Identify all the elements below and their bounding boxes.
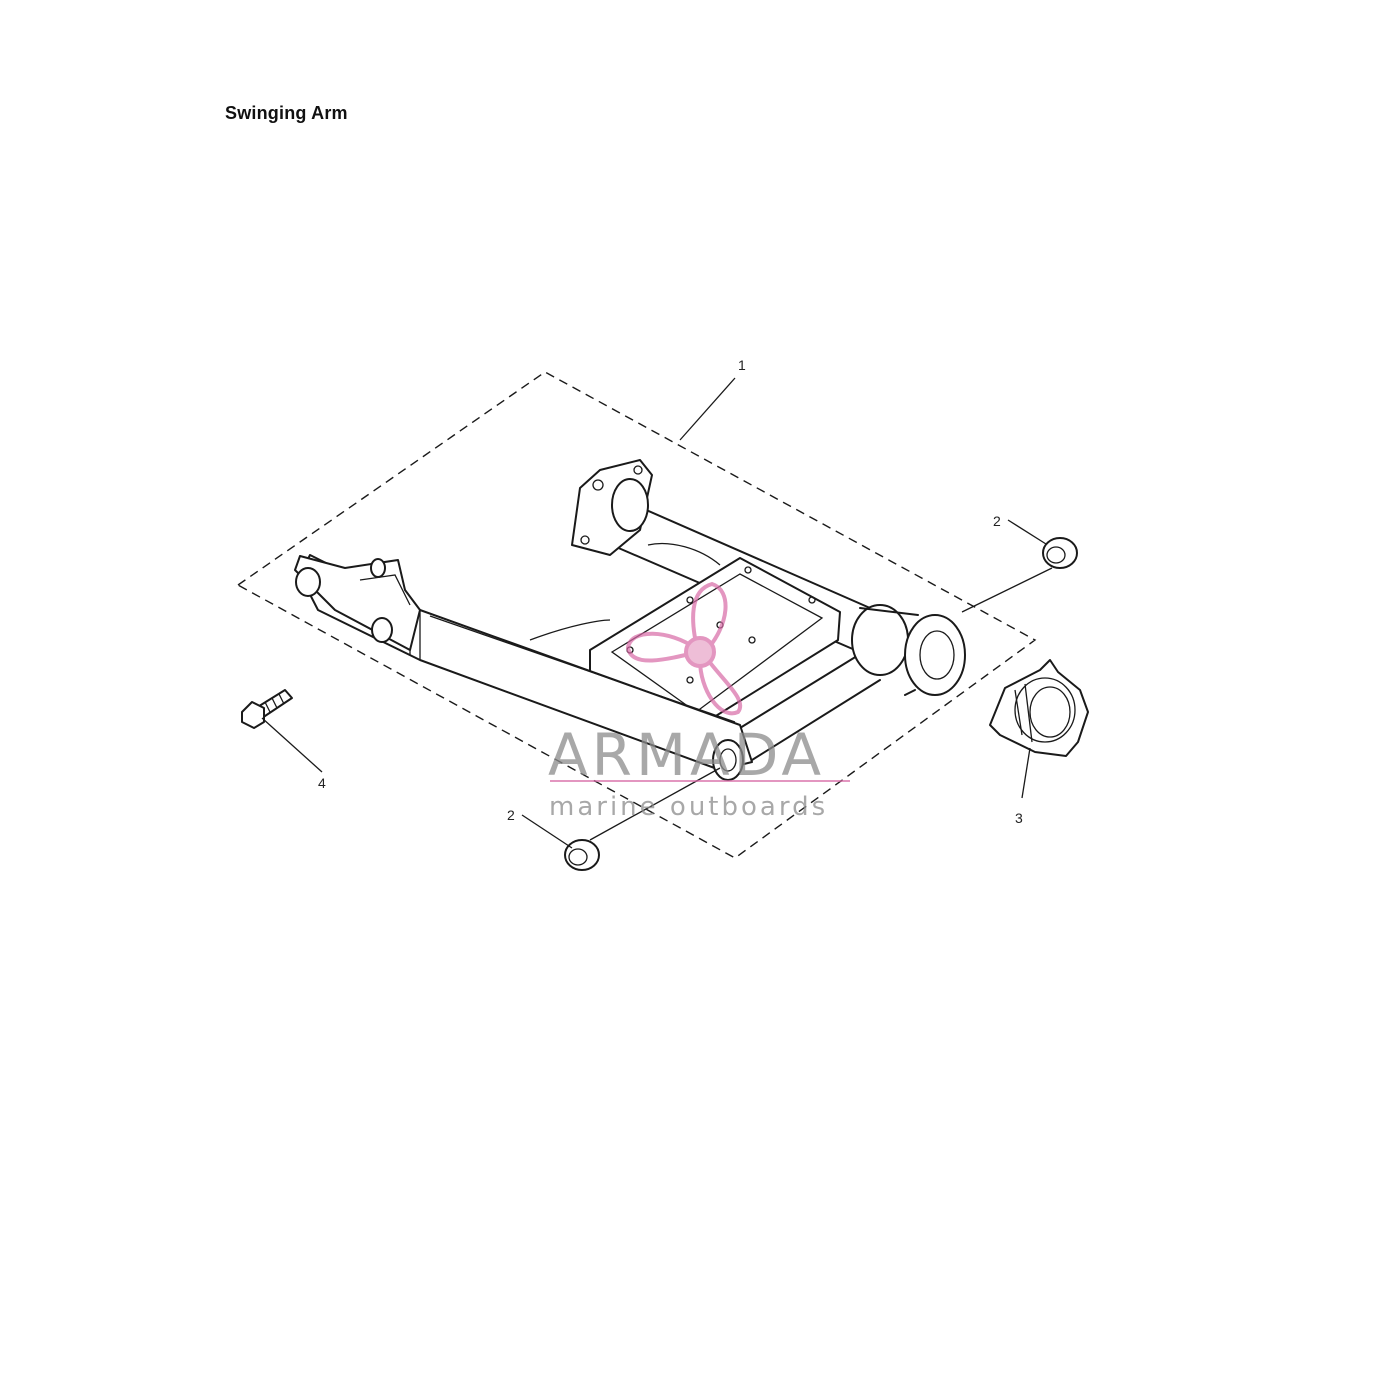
watermark-tagline: marine outboards [549, 792, 828, 822]
callout-1: 1 [738, 357, 746, 373]
callout-2-left: 2 [507, 807, 515, 823]
adjuster-nut [989, 659, 1089, 757]
watermark-logo [550, 581, 850, 782]
swinging-arm [294, 459, 966, 781]
page-title: Swinging Arm [225, 103, 348, 123]
bushing-left [564, 839, 600, 871]
propeller-icon [625, 581, 743, 716]
callout-2-right: 2 [993, 513, 1001, 529]
callout-4: 4 [318, 775, 326, 791]
watermark-brand: ARMADA [548, 721, 825, 789]
callout-3: 3 [1015, 810, 1023, 826]
bushing-right [1042, 537, 1078, 569]
assembly-boundary [236, 371, 1037, 859]
bolt [241, 689, 293, 729]
